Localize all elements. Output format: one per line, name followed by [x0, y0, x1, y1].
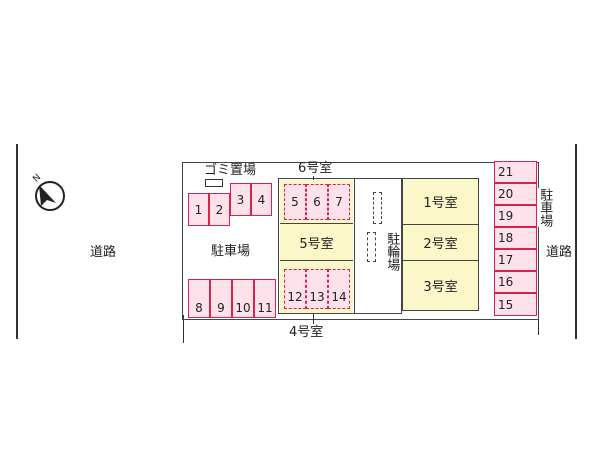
left-road-line	[16, 144, 18, 339]
building-block-center	[278, 178, 355, 314]
svg-text:N: N	[31, 173, 43, 185]
parking-slot-20: 20	[494, 183, 537, 205]
room6-label: 6号室	[298, 161, 333, 176]
room4-pointer	[313, 314, 314, 324]
parking-slot-16: 16	[494, 271, 537, 293]
parking-slot-12: 12	[284, 269, 306, 309]
parking-slot-10: 10	[232, 279, 254, 318]
compass-north-icon: N	[31, 173, 65, 211]
bicycle-area	[355, 178, 402, 314]
room-2: 2号室	[402, 225, 479, 261]
site-left-boundary	[183, 315, 184, 343]
parking-right-group: 21 20 19 18 17 16 15	[494, 161, 537, 316]
right-road-line	[575, 144, 577, 339]
parking-left-label: 駐車場	[211, 244, 251, 259]
parking-slot-4: 4	[251, 183, 272, 216]
road-label-left: 道路	[90, 245, 117, 260]
parking-slot-9: 9	[210, 279, 232, 318]
garbage-box-icon	[205, 179, 223, 187]
parking-center-bottom-group: 12 13 14	[280, 261, 353, 313]
parking-slot-19: 19	[494, 205, 537, 227]
parking-slot-15: 15	[494, 293, 537, 316]
bicycle-label: 駐輪場	[384, 232, 400, 271]
parking-slot-21: 21	[494, 161, 537, 183]
parking-slot-3: 3	[230, 183, 251, 216]
parking-slot-18: 18	[494, 227, 537, 249]
room-3: 3号室	[402, 261, 479, 311]
bicycle-slot-bottom	[367, 232, 376, 262]
parking-slot-11: 11	[254, 279, 276, 318]
road-label-right: 道路	[546, 245, 573, 260]
parking-slot-6: 6	[306, 184, 328, 220]
site-boundary	[182, 162, 539, 320]
parking-slot-17: 17	[494, 249, 537, 271]
site-right-boundary	[538, 315, 539, 335]
parking-slot-1: 1	[188, 193, 209, 226]
garbage-label: ゴミ置場	[204, 163, 257, 178]
parking-left-top-group: 1 2 3 4	[188, 183, 273, 226]
room4-label: 4号室	[289, 325, 324, 340]
room-5: 5号室	[280, 224, 353, 261]
parking-slot-7: 7	[328, 184, 350, 220]
parking-slot-5: 5	[284, 184, 306, 220]
parking-slot-8: 8	[188, 279, 210, 318]
parking-slot-13: 13	[306, 269, 328, 309]
bicycle-slot-top	[373, 192, 382, 224]
parking-right-label: 駐車場	[537, 188, 553, 227]
parking-center-top-group: 5 6 7	[280, 180, 353, 224]
parking-slot-2: 2	[209, 193, 230, 226]
parking-slot-14: 14	[328, 269, 350, 309]
parking-left-bottom-group: 8 9 10 11	[188, 279, 278, 318]
room-1: 1号室	[402, 178, 479, 225]
